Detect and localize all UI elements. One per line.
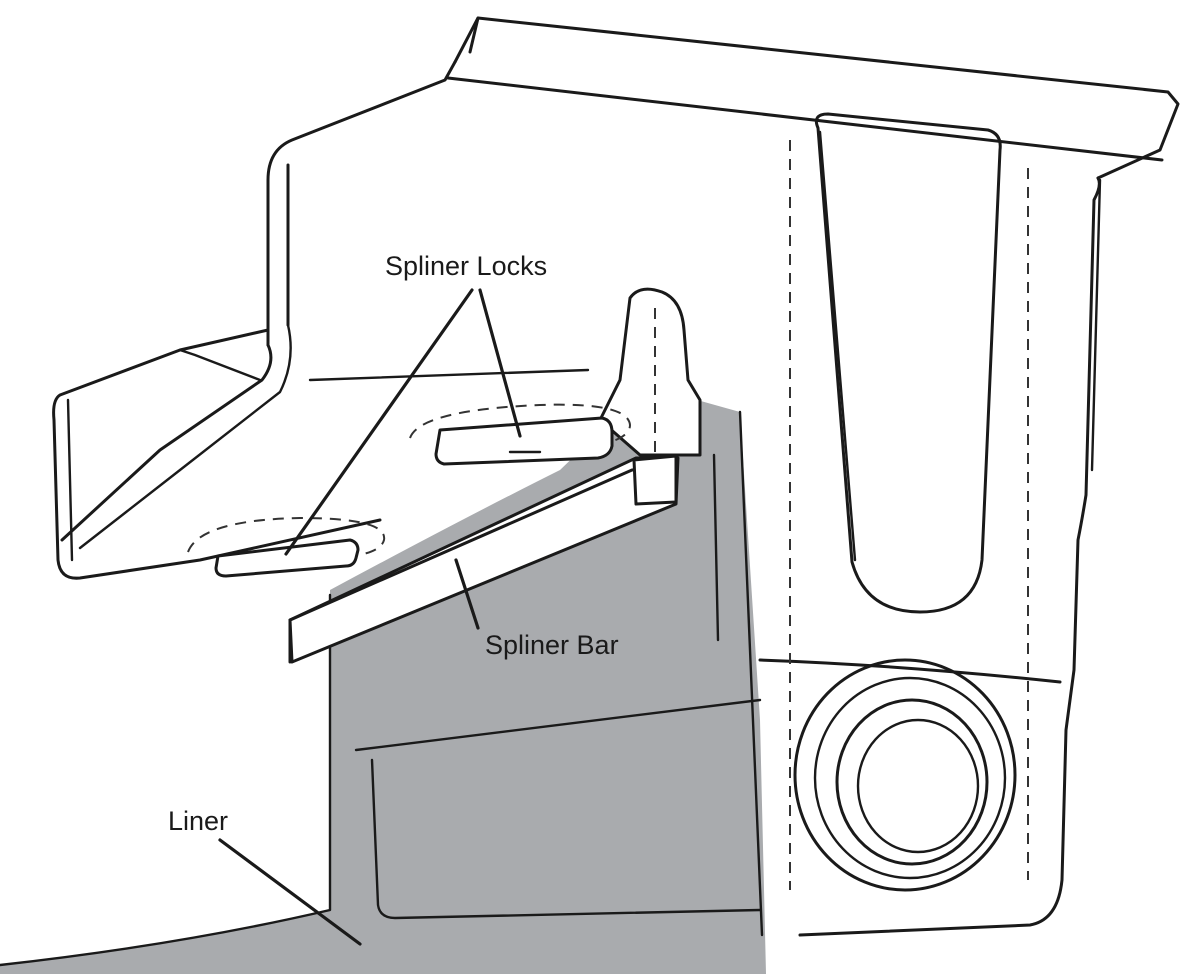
spliner-locks-leader-left [284, 288, 474, 556]
label-liner: Liner [168, 806, 228, 836]
spliner-lock-left [187, 516, 386, 578]
spliner-bar-leader [454, 558, 480, 630]
label-spliner-locks: Spliner Locks [385, 251, 547, 281]
spliner-bar [288, 454, 680, 664]
front-ledge [52, 323, 590, 580]
liner-leader [218, 838, 362, 946]
label-spliner-bar: Spliner Bar [485, 630, 619, 660]
spliner-locks-leader-right [478, 288, 522, 438]
leader-lines [218, 288, 522, 946]
hose-port [793, 658, 1017, 892]
canister-body [266, 16, 1180, 937]
spliner-lock-right [409, 403, 632, 466]
spliner-post [598, 287, 702, 457]
